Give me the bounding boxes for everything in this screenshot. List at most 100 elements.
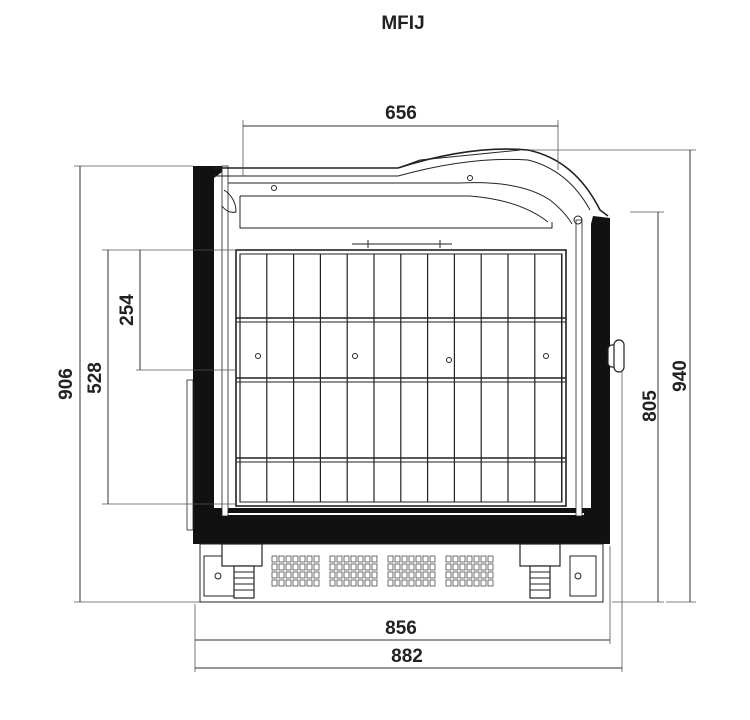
vent-slot bbox=[278, 555, 285, 563]
freezer-body bbox=[186, 165, 625, 544]
vent-slot bbox=[394, 563, 401, 571]
dimension-label-inner-width: 656 bbox=[385, 103, 417, 124]
vent-slot bbox=[422, 555, 429, 563]
vent-slot bbox=[445, 579, 452, 587]
vent-slot bbox=[350, 555, 357, 563]
vent-slot bbox=[473, 579, 480, 587]
vent-slot bbox=[299, 563, 306, 571]
vent-slot bbox=[285, 571, 292, 579]
vent-slot bbox=[299, 555, 306, 563]
dimension-label-total-width: 882 bbox=[391, 646, 423, 667]
vent-slot bbox=[387, 579, 394, 587]
vent-slot bbox=[473, 571, 480, 579]
vent-slot bbox=[292, 555, 299, 563]
vent-slot bbox=[357, 563, 364, 571]
vent-slot bbox=[394, 555, 401, 563]
vent-slot bbox=[452, 555, 459, 563]
vent-slot bbox=[313, 563, 320, 571]
side-handle bbox=[607, 339, 625, 373]
vent-slot bbox=[271, 555, 278, 563]
vent-slot bbox=[306, 563, 313, 571]
wire-basket bbox=[235, 240, 567, 507]
glass-lid bbox=[214, 148, 609, 229]
vent-slot bbox=[299, 571, 306, 579]
vent-slot bbox=[371, 571, 378, 579]
vent-slot bbox=[387, 571, 394, 579]
vent-slot bbox=[415, 571, 422, 579]
vent-slot bbox=[415, 555, 422, 563]
vent-slot bbox=[422, 563, 429, 571]
vent-slot bbox=[313, 555, 320, 563]
vent-slot bbox=[429, 579, 436, 587]
dimension-front-height: 805 bbox=[612, 211, 664, 603]
vent-slot bbox=[445, 555, 452, 563]
vent-slot bbox=[329, 563, 336, 571]
dimension-body-height: 906 bbox=[56, 165, 200, 603]
dimension-label-front-height: 805 bbox=[640, 390, 661, 422]
right-wall bbox=[591, 216, 610, 544]
dimension-label-total-height: 940 bbox=[670, 360, 691, 392]
inner-left-liner bbox=[221, 165, 229, 517]
vent-slot bbox=[473, 555, 480, 563]
vent-slot bbox=[394, 579, 401, 587]
vent-slot bbox=[343, 555, 350, 563]
drawing-title: MFIJ bbox=[381, 13, 424, 34]
vent-slot bbox=[343, 579, 350, 587]
vent-slot bbox=[459, 563, 466, 571]
vent-slot bbox=[387, 563, 394, 571]
dimension-body-width: 856 bbox=[194, 546, 611, 672]
vent-slot bbox=[364, 555, 371, 563]
vent-slot bbox=[452, 563, 459, 571]
vent-slot bbox=[429, 563, 436, 571]
vent-slot bbox=[336, 555, 343, 563]
dimension-inner-width: 656 bbox=[242, 103, 559, 176]
vent-slot bbox=[278, 571, 285, 579]
dimension-total-width: 882 bbox=[195, 372, 623, 672]
basket-vertical-wires bbox=[239, 254, 563, 502]
vent-slot bbox=[445, 571, 452, 579]
vent-slot bbox=[408, 571, 415, 579]
vent-slot bbox=[292, 563, 299, 571]
dimension-total-height: 940 bbox=[530, 149, 696, 603]
vent-slot bbox=[466, 571, 473, 579]
vent-slot bbox=[422, 571, 429, 579]
vent-slot bbox=[466, 555, 473, 563]
vent-slot bbox=[459, 571, 466, 579]
vent-slot bbox=[329, 555, 336, 563]
vent-slot bbox=[487, 571, 494, 579]
vent-slot bbox=[285, 579, 292, 587]
vent-slot bbox=[408, 563, 415, 571]
vent-slot bbox=[313, 571, 320, 579]
vent-slot bbox=[364, 571, 371, 579]
vent-slot bbox=[336, 571, 343, 579]
vent-slot bbox=[313, 579, 320, 587]
vent-slot bbox=[299, 579, 306, 587]
vent-slot bbox=[487, 579, 494, 587]
base-unit bbox=[199, 543, 604, 603]
vent-slot bbox=[278, 579, 285, 587]
vent-slot bbox=[350, 563, 357, 571]
right-caster bbox=[519, 543, 561, 599]
vent-slot bbox=[408, 555, 415, 563]
vent-slot bbox=[350, 571, 357, 579]
dimension-label-basket-top-height: 254 bbox=[117, 294, 138, 326]
left-wall bbox=[193, 166, 222, 508]
vent-slot bbox=[466, 579, 473, 587]
inner-right-liner bbox=[575, 219, 583, 517]
dimension-basket-height: 528 bbox=[85, 249, 236, 505]
vent-slot bbox=[343, 563, 350, 571]
vent-grille bbox=[271, 555, 494, 587]
vent-slot bbox=[480, 555, 487, 563]
vent-slot bbox=[452, 571, 459, 579]
vent-slot bbox=[473, 563, 480, 571]
left-side-panel bbox=[186, 379, 194, 531]
vent-slot bbox=[408, 579, 415, 587]
dimension-label-body-height: 906 bbox=[56, 368, 77, 400]
vent-slot bbox=[271, 579, 278, 587]
inner-floor-edge bbox=[222, 513, 584, 515]
vent-slot bbox=[271, 571, 278, 579]
vent-slot bbox=[306, 571, 313, 579]
vent-slot bbox=[306, 579, 313, 587]
vent-slot bbox=[401, 579, 408, 587]
vent-slot bbox=[371, 563, 378, 571]
